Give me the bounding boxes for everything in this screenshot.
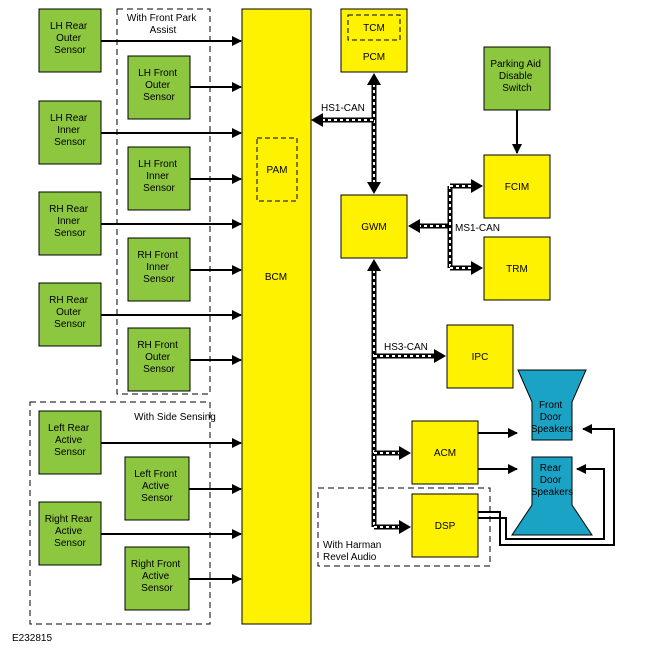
can-bus-arrowheads [311, 73, 483, 534]
svg-text:Parking Aid Disable: Parking Aid Disable Switch [490, 59, 543, 94]
rh-rear-inner-sensor: RH Rear Inner Sensor [38, 191, 102, 256]
right-rear-active-sensor: Right Rear Active Sensor [38, 501, 102, 566]
svg-text:IPC: IPC [472, 352, 489, 363]
side-sensing-label: With Side Sensing [134, 412, 216, 423]
front-park-assist-label: With Front Park Assist [127, 13, 199, 36]
rh-rear-outer-sensor: RH Rear Outer Sensor [38, 282, 102, 347]
pcm-label: PCM [363, 52, 385, 63]
svg-text:Front Door Speaker: Front Door Speakers [531, 400, 573, 435]
svg-text:Left Rear Active S: Left Rear Active Sensor [48, 423, 92, 458]
ipc-module: IPC [446, 324, 514, 389]
ms1-can-label: MS1-CAN [455, 223, 500, 234]
svg-text:RH Front Outer Sen: RH Front Outer Sensor [137, 340, 180, 375]
svg-text:LH Rear Inner Sens: LH Rear Inner Sensor [50, 113, 90, 148]
audio-connections [478, 424, 615, 546]
rh-front-outer-sensor: RH Front Outer Sensor [127, 327, 191, 392]
can-bus-lines [322, 84, 473, 530]
pcm-module: TCM PCM [340, 8, 408, 73]
acm-module: ACM [411, 420, 479, 485]
svg-text:Right Front Active: Right Front Active Sensor [131, 559, 183, 594]
svg-text:TRM: TRM [506, 264, 528, 275]
gwm-module: GWM [340, 194, 408, 259]
harman-revel-group [317, 487, 491, 567]
svg-text:RH Rear Inner Sens: RH Rear Inner Sensor [49, 204, 91, 239]
pam-label: PAM [267, 165, 288, 176]
left-front-active-sensor: Left Front Active Sensor [124, 456, 190, 521]
svg-text:LH Rear Outer Sens: LH Rear Outer Sensor [50, 21, 90, 56]
sensor-signal-arrows [101, 36, 242, 584]
lh-front-inner-sensor: LH Front Inner Sensor [127, 146, 191, 211]
lh-rear-inner-sensor: LH Rear Inner Sensor [38, 100, 102, 165]
hs1-can-label: HS1-CAN [321, 103, 365, 114]
svg-text:GWM: GWM [361, 222, 387, 233]
svg-text:Left Front Active: Left Front Active Sensor [134, 469, 180, 504]
svg-text:LH Front Outer Sen: LH Front Outer Sensor [138, 68, 180, 103]
front-door-speakers: Front Door Speakers [517, 369, 587, 441]
svg-text:FCIM: FCIM [505, 182, 529, 193]
trm-module: TRM [483, 236, 551, 301]
svg-text:Rear Door Speakers: Rear Door Speakers [531, 463, 573, 498]
right-front-active-sensor: Right Front Active Sensor [124, 546, 190, 611]
tcm-module [347, 14, 401, 41]
bcm-label: BCM [265, 272, 287, 283]
parking-aid-disable-switch: Parking Aid Disable Switch [483, 46, 551, 111]
hs3-can-label: HS3-CAN [384, 342, 428, 353]
harman-revel-label: With Harman Revel Audio [323, 540, 384, 563]
rh-front-inner-sensor: RH Front Inner Sensor [127, 237, 191, 302]
svg-text:RH Rear Outer Sens: RH Rear Outer Sensor [49, 295, 91, 330]
bcm-module [241, 8, 312, 625]
svg-text:LH Front Inner Sen: LH Front Inner Sensor [138, 159, 180, 194]
tcm-label: TCM [363, 23, 385, 34]
pam-module [256, 137, 298, 202]
front-park-assist-group [116, 8, 211, 395]
svg-text:DSP: DSP [435, 521, 456, 532]
left-rear-active-sensor: Left Rear Active Sensor [38, 410, 102, 475]
lh-rear-outer-sensor: LH Rear Outer Sensor [38, 8, 102, 73]
fcim-module: FCIM [483, 154, 551, 219]
rear-door-speakers: Rear Door Speakers [511, 456, 593, 536]
dsp-module: DSP [411, 493, 479, 558]
lh-front-outer-sensor: LH Front Outer Sensor [127, 55, 191, 120]
svg-text:RH Front Inner Sen: RH Front Inner Sensor [137, 250, 180, 285]
svg-text:ACM: ACM [434, 448, 456, 459]
figure-id: E232815 [12, 633, 52, 644]
side-sensing-group [29, 401, 211, 625]
svg-text:Right Rear Active: Right Rear Active Sensor [45, 514, 96, 549]
